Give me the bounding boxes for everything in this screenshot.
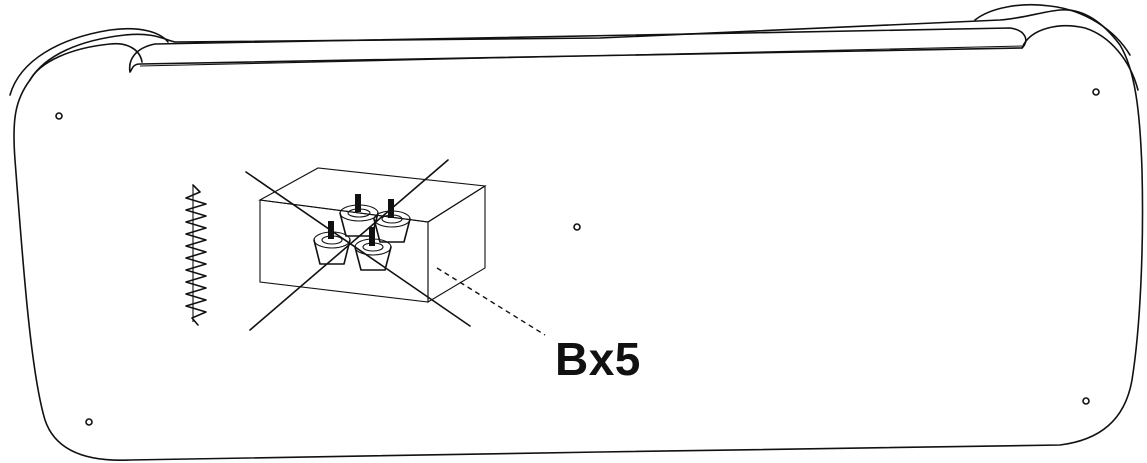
hole-bottom-left bbox=[85, 418, 93, 426]
part-label: Bx5 bbox=[555, 333, 641, 385]
hole-bottom-right bbox=[1082, 397, 1090, 405]
mounting-holes bbox=[55, 88, 1100, 426]
staple-zigzag bbox=[185, 184, 207, 326]
hole-center bbox=[573, 223, 581, 231]
cross-out-mark bbox=[245, 159, 471, 331]
foot-front-right bbox=[354, 227, 392, 271]
hole-top-left bbox=[55, 112, 63, 120]
foot-back-right bbox=[373, 199, 411, 243]
hole-top-right bbox=[1092, 88, 1100, 96]
leg-box bbox=[258, 167, 487, 303]
leader-line bbox=[436, 267, 546, 336]
sofa-base-panel bbox=[9, 3, 1144, 461]
foot-front-left bbox=[313, 221, 351, 265]
